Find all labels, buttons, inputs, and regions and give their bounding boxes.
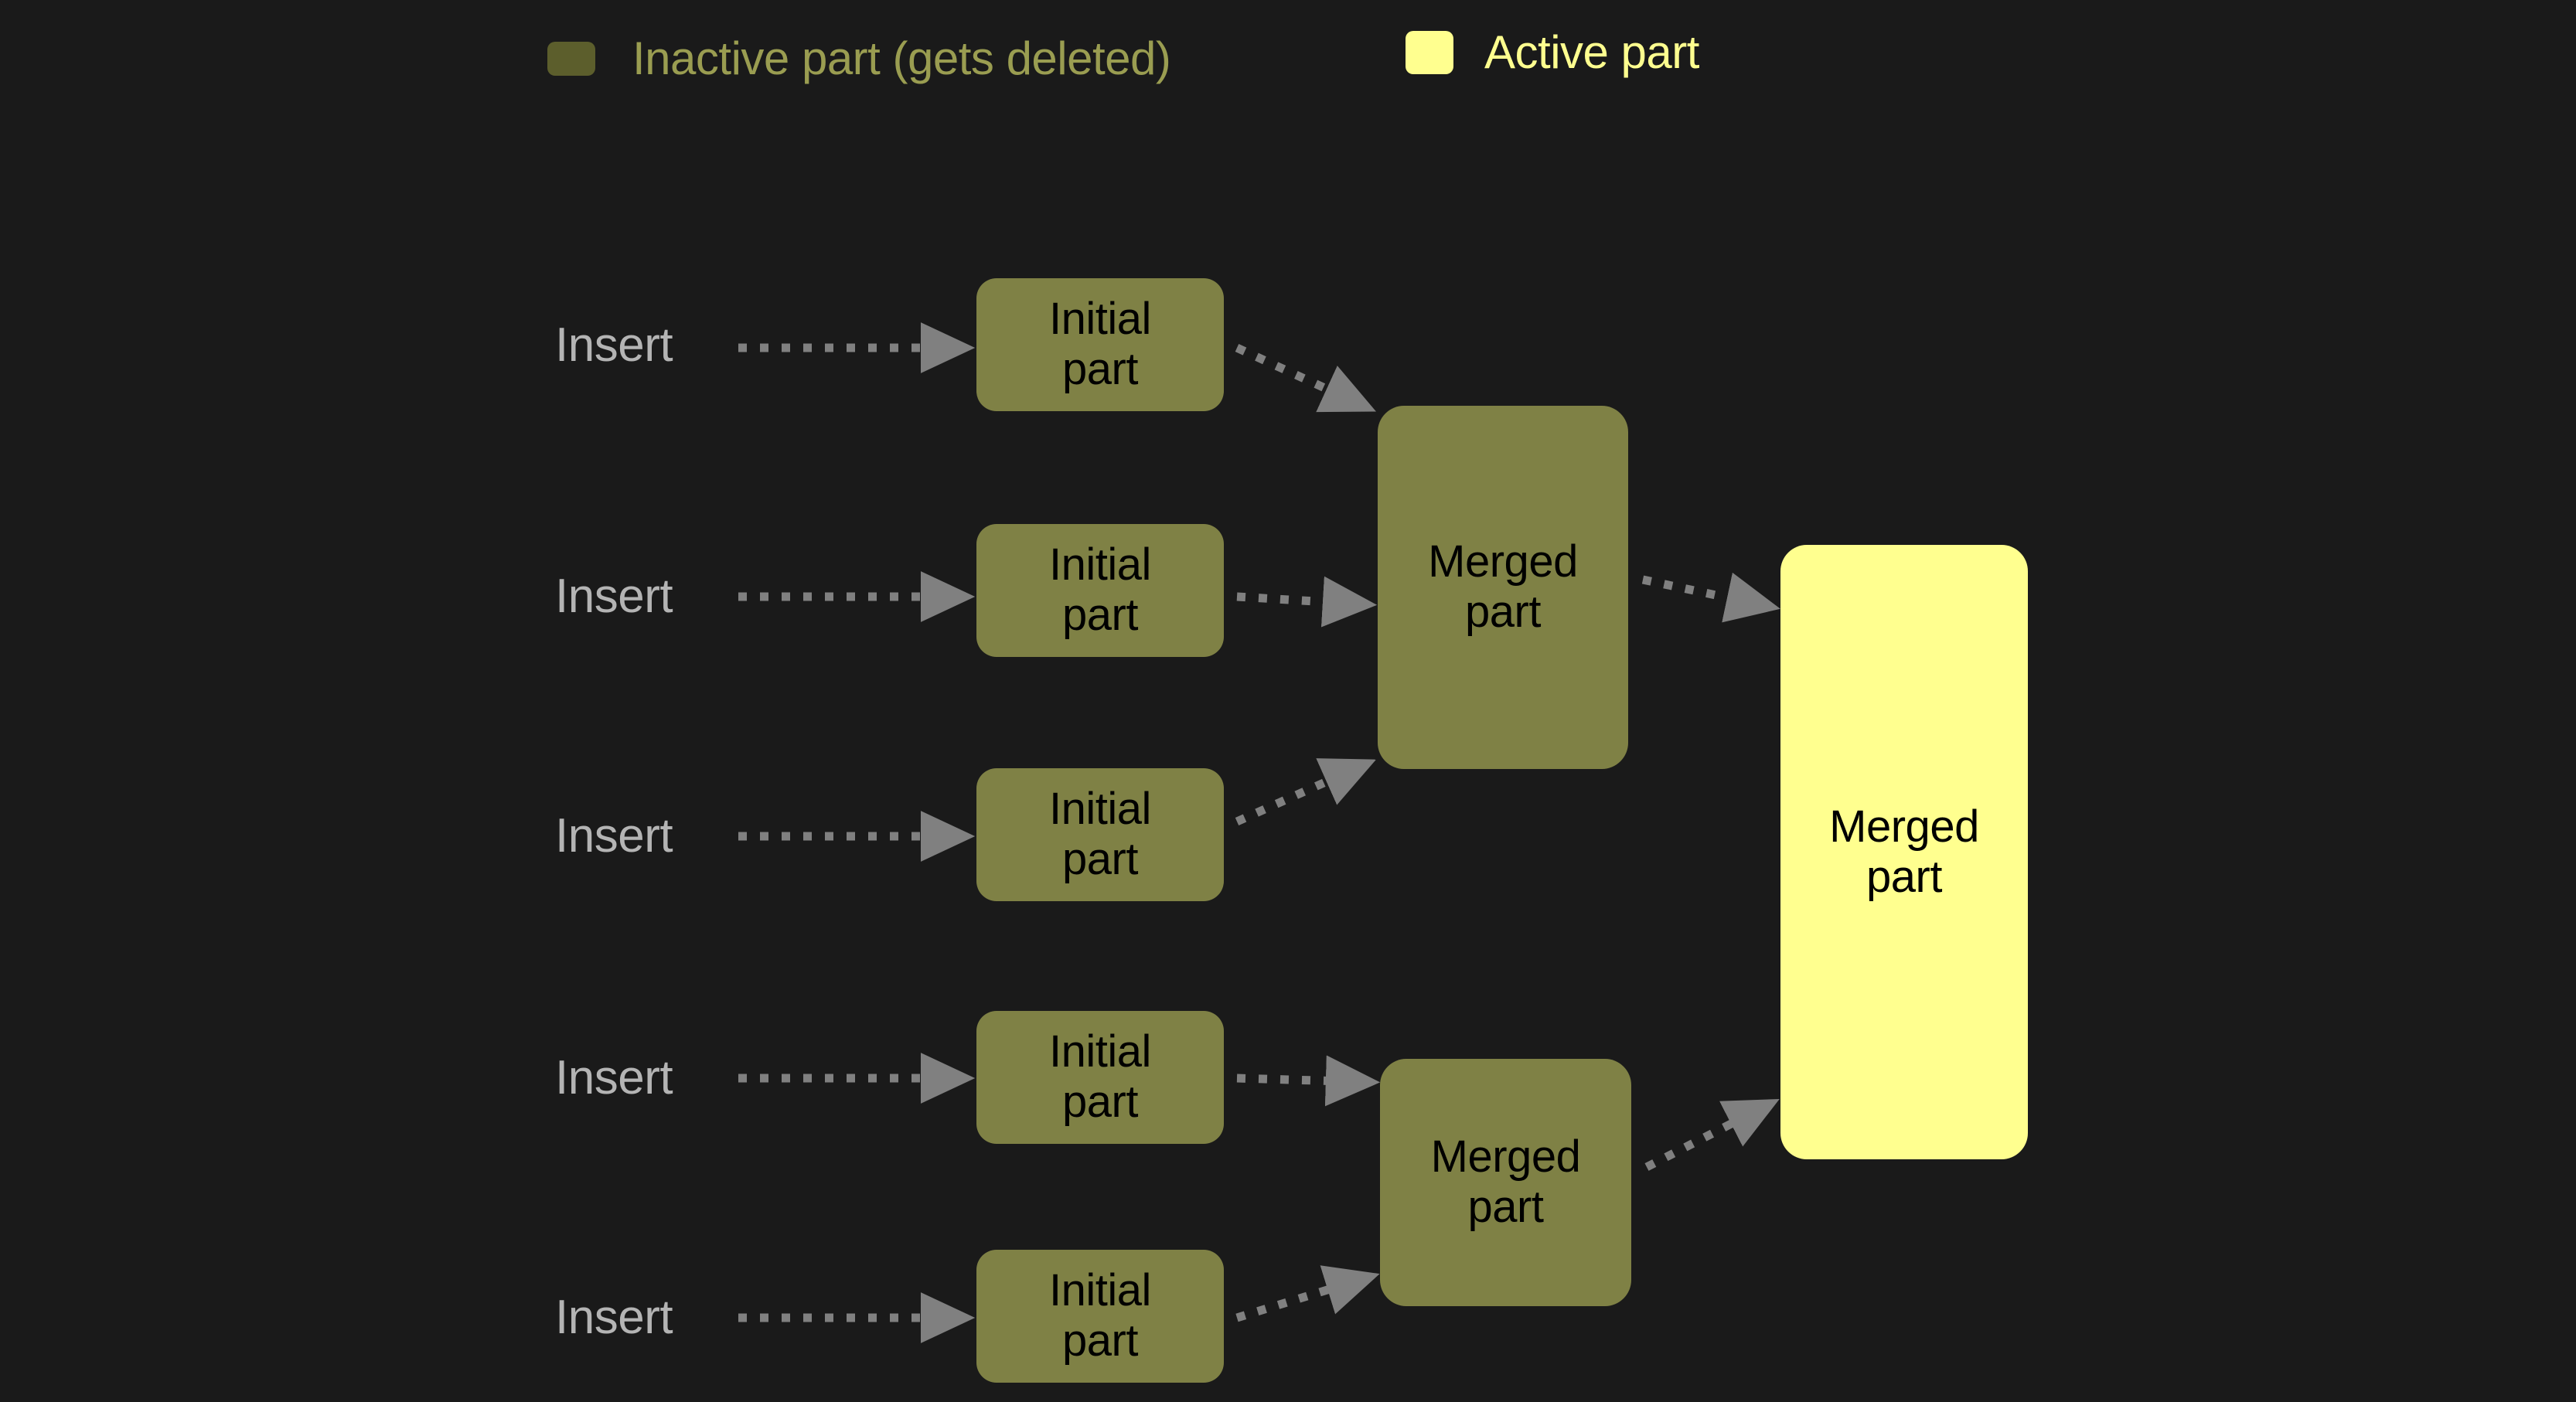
node-label: Merged part: [1428, 536, 1578, 637]
insert-label: Insert: [555, 809, 673, 863]
arrow-initial-4-to-merged-bottom: [1236, 1055, 1381, 1107]
legend: Inactive part (gets deleted) Active part: [0, 0, 2576, 100]
insert-label: Insert: [555, 570, 673, 623]
node-label: Merged part: [1829, 801, 1979, 902]
node-merged-bottom: Merged part: [1380, 1059, 1631, 1306]
insert-label: Insert: [555, 1291, 673, 1344]
arrow-initial-2-to-merged-top: [1236, 576, 1378, 628]
arrow-initial-1-to-merged-top: [1235, 344, 1376, 413]
node-initial-1: Initial part: [976, 278, 1224, 411]
legend-item-inactive: Inactive part (gets deleted): [547, 32, 1171, 84]
insert-label: Insert: [555, 318, 673, 372]
node-initial-4: Initial part: [976, 1011, 1224, 1144]
legend-label-active: Active part: [1484, 26, 1699, 78]
node-merged-top: Merged part: [1378, 406, 1628, 769]
node-initial-3: Initial part: [976, 768, 1224, 901]
node-label: Merged part: [1430, 1131, 1581, 1232]
arrow-initial-3-to-merged-top: [1235, 758, 1377, 826]
node-label: Initial part: [1049, 784, 1151, 884]
node-label: Initial part: [1049, 294, 1151, 394]
node-label: Initial part: [1049, 1026, 1151, 1127]
arrow-initial-5-to-merged-bottom: [1235, 1265, 1380, 1322]
arrow-merged-bottom-to-merged-active: [1644, 1098, 1780, 1171]
insert-label: Insert: [555, 1051, 673, 1104]
active-swatch-icon: [1406, 31, 1453, 74]
node-label: Initial part: [1049, 539, 1151, 640]
node-merged-active: Merged part: [1780, 545, 2028, 1159]
legend-label-inactive: Inactive part (gets deleted): [632, 32, 1171, 84]
node-label: Initial part: [1049, 1265, 1151, 1366]
legend-item-active: Active part: [1406, 29, 1699, 76]
inactive-swatch-icon: [547, 42, 595, 76]
arrow-merged-top-to-merged-active: [1641, 572, 1780, 623]
node-initial-5: Initial part: [976, 1250, 1224, 1383]
node-initial-2: Initial part: [976, 524, 1224, 657]
